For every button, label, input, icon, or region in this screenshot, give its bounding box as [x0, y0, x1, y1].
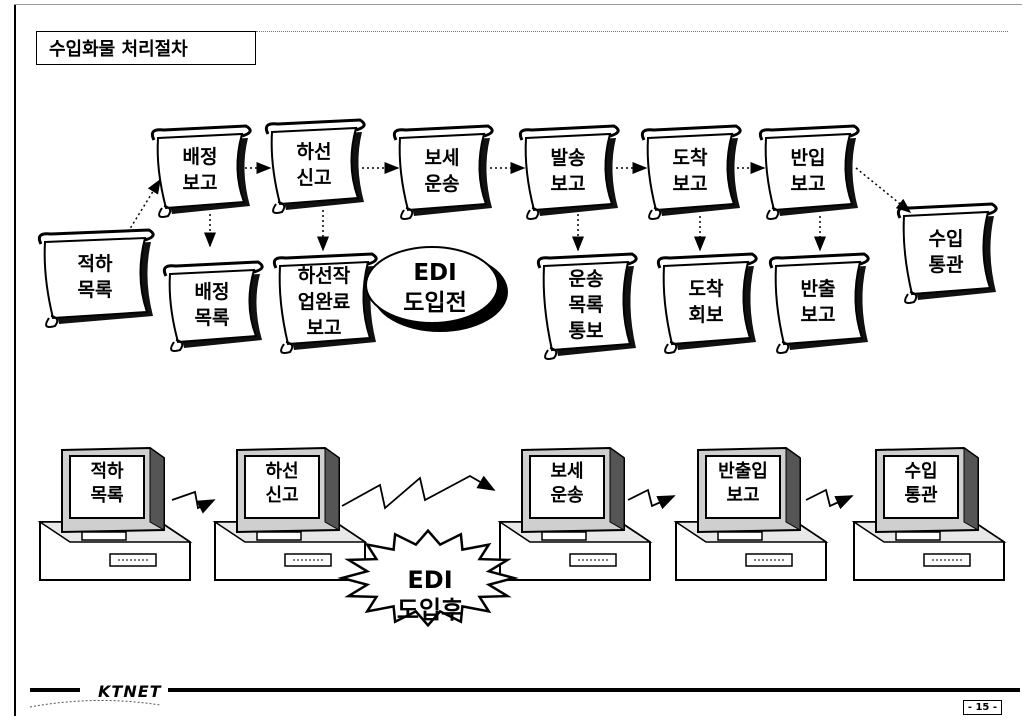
scroll-label-unsong-mokrok: 운송 목록 통보 — [568, 268, 604, 342]
frame-left — [14, 4, 16, 716]
scroll-label-haseon-wanryo: 하선작 업완료 보고 — [297, 265, 351, 339]
link-2 — [341, 474, 496, 510]
link-1 — [171, 490, 216, 514]
edi-before-label: EDI 도입전 — [403, 260, 467, 316]
scroll-suip — [896, 202, 998, 304]
terminal-jeokha — [37, 446, 193, 581]
scroll-balsong — [518, 124, 620, 220]
terminal-label-jeokha: 적하 목록 — [90, 461, 124, 506]
edi-after-burst — [337, 528, 519, 628]
scroll-baejeong-mokrok — [162, 260, 264, 352]
terminal-label-banchulip: 반출입 보고 — [718, 461, 768, 506]
page-title: 수입화물 처리절차 — [36, 31, 256, 65]
scroll-label-jeokha: 적하 목록 — [77, 253, 113, 301]
link-4 — [805, 488, 854, 510]
terminal-haseon — [212, 446, 368, 581]
terminal-suip — [851, 446, 1007, 581]
link-3 — [627, 488, 676, 510]
edi-before-oval — [365, 246, 508, 332]
scroll-baejeong — [150, 124, 252, 218]
scroll-jeokha — [37, 228, 155, 328]
scroll-bose — [392, 124, 494, 220]
frame-top — [14, 4, 1022, 5]
scroll-label-balsong: 발송 보고 — [550, 147, 586, 195]
scroll-label-haseon: 하선 신고 — [296, 141, 332, 189]
terminal-label-haseon: 하선 신고 — [265, 461, 299, 506]
title-rule — [256, 31, 1008, 32]
scroll-label-baejeong-mokrok: 배정 목록 — [194, 281, 230, 329]
scroll-label-suip: 수입 통관 — [928, 228, 964, 276]
scroll-label-banchul: 반출 보고 — [800, 278, 836, 326]
scroll-haseon — [264, 118, 366, 214]
page-number: - 15 - — [962, 700, 1002, 715]
scroll-label-banip: 반입 보고 — [790, 147, 826, 195]
terminal-label-suip: 수입 통관 — [904, 461, 938, 506]
terminal-bose — [497, 446, 653, 581]
scroll-label-dochak: 도착 보고 — [672, 147, 708, 195]
scroll-label-dochak-hoebo: 도착 회보 — [688, 278, 724, 326]
ktnet-logo: KTNET — [98, 682, 162, 701]
edi-after-label: EDI 도입후 — [396, 566, 464, 624]
terminal-label-bose: 보세 운송 — [550, 461, 584, 506]
page-title-text: 수입화물 처리절차 — [49, 39, 188, 60]
scroll-dochak — [640, 124, 742, 220]
scroll-label-bose: 보세 운송 — [424, 147, 460, 195]
scroll-banip — [758, 124, 860, 220]
scroll-banchul — [768, 252, 870, 354]
terminal-banchulip — [673, 446, 829, 581]
scroll-dochak-hoebo — [656, 252, 758, 354]
scroll-unsong-mokrok — [536, 252, 638, 360]
scroll-label-baejeong: 배정 보고 — [182, 146, 218, 194]
scroll-haseon-wanryo — [272, 252, 378, 354]
